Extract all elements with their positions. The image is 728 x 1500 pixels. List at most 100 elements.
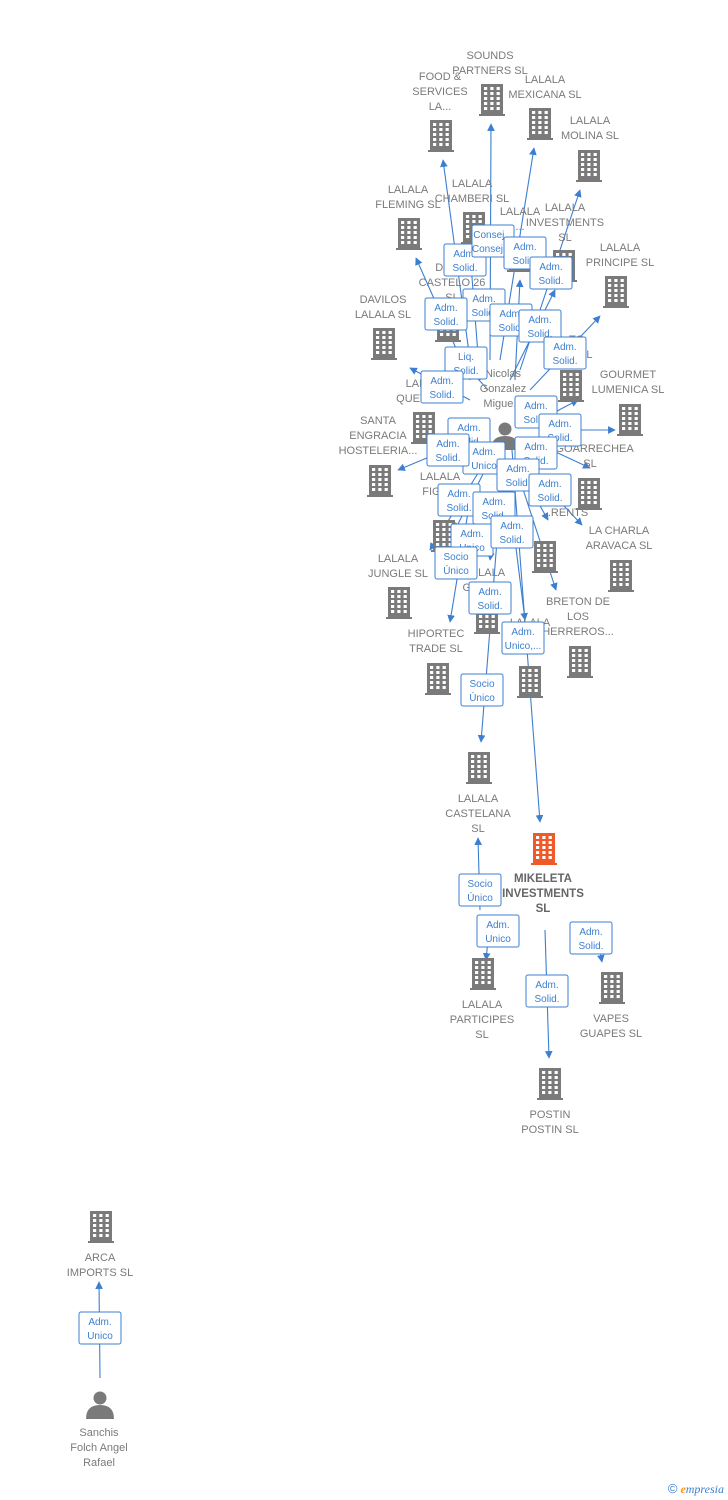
relation-label[interactable]: Adm.Solid.	[529, 256, 573, 290]
building-icon[interactable]	[396, 218, 422, 250]
relation-label[interactable]: Adm.Solid.	[424, 297, 468, 331]
node-label: ARAVACA SL	[586, 540, 653, 552]
node-label: INVESTMENTS	[502, 888, 584, 900]
relation-label-text: Adm.	[500, 521, 523, 532]
building-icon[interactable]	[517, 666, 543, 698]
node-label: LUMENICA SL	[592, 384, 665, 396]
relation-label-text: Unico,...	[505, 641, 542, 652]
node-label: JUNGLE SL	[368, 568, 428, 580]
relation-label-box	[525, 974, 569, 1008]
node-label: ...	[515, 221, 524, 233]
node-label: ARCA	[85, 1252, 116, 1264]
company-node[interactable]: BRETON DELOSHERREROS...	[542, 596, 614, 678]
relation-label[interactable]: Adm.Solid.	[528, 473, 572, 507]
building-icon[interactable]	[608, 560, 634, 592]
node-label: Rafael	[83, 1457, 115, 1469]
relation-label-text: Adm.	[434, 303, 457, 314]
relation-label-text: Único	[443, 564, 469, 577]
relation-label-text: Socio	[469, 679, 494, 690]
building-icon[interactable]	[470, 958, 496, 990]
node-label: POSTIN	[530, 1109, 571, 1121]
relation-label[interactable]: Adm.Unico	[78, 1311, 122, 1345]
company-node[interactable]: FOOD &SERVICESLA...	[412, 71, 468, 152]
building-icon[interactable]	[576, 478, 602, 510]
company-node[interactable]: SANTAENGRACIAHOSTELERIA...	[339, 415, 418, 497]
building-icon[interactable]	[537, 1068, 563, 1100]
relation-label[interactable]: Adm.Solid.	[420, 370, 464, 404]
relation-label[interactable]: Adm.Unico	[462, 441, 506, 475]
building-icon[interactable]	[371, 328, 397, 360]
relation-label-text: Solid.	[499, 535, 524, 546]
relation-label[interactable]: Adm.Unico,...	[501, 621, 545, 655]
relation-label-text: Adm.	[524, 442, 547, 453]
building-icon[interactable]	[532, 541, 558, 573]
relation-label[interactable]: Adm.Solid.	[426, 433, 470, 467]
relation-label-text: Solid.	[435, 453, 460, 464]
node-label: LALALA	[545, 202, 586, 214]
person-icon[interactable]	[86, 1391, 114, 1420]
relation-label[interactable]: Adm.Solid.	[468, 581, 512, 615]
relation-label-text: Unico	[87, 1331, 113, 1342]
empresia-logo[interactable]: © empresia	[668, 1481, 724, 1497]
building-icon[interactable]	[576, 150, 602, 182]
relation-label[interactable]: Adm.Unico	[476, 914, 520, 948]
node-label: PARTNERS SL	[452, 65, 527, 77]
node-label: LA...	[429, 101, 452, 113]
relation-label[interactable]: Adm.Solid.	[518, 309, 562, 343]
building-icon[interactable]	[567, 646, 593, 678]
building-icon[interactable]	[527, 108, 553, 140]
building-icon[interactable]	[558, 370, 584, 402]
relation-label-box	[434, 546, 478, 580]
relation-label[interactable]: Adm.Solid.	[525, 974, 569, 1008]
building-icon[interactable]	[88, 1211, 114, 1243]
building-icon[interactable]	[466, 752, 492, 784]
node-label: LALALA	[388, 184, 429, 196]
focus-building-icon[interactable]	[531, 833, 557, 865]
node-label: CASTELO 26	[419, 277, 486, 289]
building-icon[interactable]	[425, 663, 451, 695]
building-icon[interactable]	[599, 972, 625, 1004]
node-label: LALALA	[458, 793, 499, 805]
relation-label-text: Unico	[485, 934, 511, 945]
relation-label-box	[426, 433, 470, 467]
building-icon[interactable]	[428, 120, 454, 152]
node-label: CHAMBERI SL	[435, 193, 510, 205]
building-icon[interactable]	[617, 404, 643, 436]
relation-label[interactable]: Adm. Solid.	[490, 515, 534, 549]
company-node[interactable]: ...RENTS	[532, 507, 588, 573]
relation-label-text: Adm.	[506, 464, 529, 475]
relation-label[interactable]: Adm.Solid.	[569, 921, 613, 955]
node-label: PARTICIPES	[450, 1014, 514, 1026]
building-icon[interactable]	[386, 587, 412, 619]
building-icon[interactable]	[367, 465, 393, 497]
building-icon[interactable]	[479, 84, 505, 116]
relation-label-text: Adm.	[499, 309, 522, 320]
relation-label-box	[543, 336, 587, 370]
node-label: SL	[475, 1029, 488, 1041]
relation-label[interactable]: Adm.Solid.	[543, 336, 587, 370]
relation-label-text: Adm.	[548, 419, 571, 430]
relation-label-text: Liq.	[458, 352, 474, 363]
building-icon[interactable]	[603, 276, 629, 308]
node-label: BRETON DE	[546, 596, 610, 608]
